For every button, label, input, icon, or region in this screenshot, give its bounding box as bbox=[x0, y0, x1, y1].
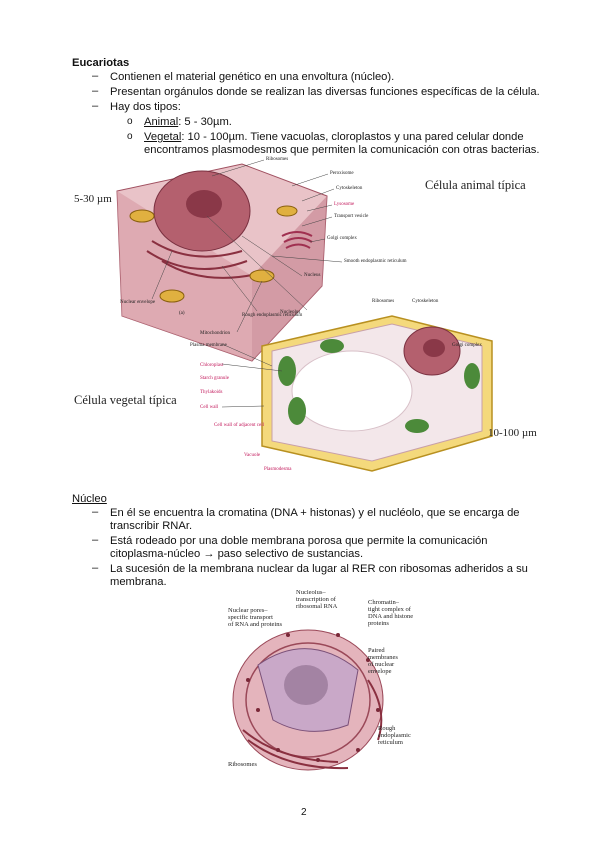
label-cytoskeleton: Cytoskeleton bbox=[336, 186, 363, 191]
sub-bullet-circle: o bbox=[127, 131, 133, 142]
animal-nucleolus bbox=[186, 190, 222, 218]
section-heading-nucleo: Núcleo bbox=[72, 493, 107, 505]
plant-vacuole bbox=[291, 350, 413, 432]
bullet-text-cont: membrana. bbox=[110, 576, 167, 588]
bullet-text-cont: transcribir RNAr. bbox=[110, 520, 193, 532]
label-chloroplast: Chloroplast bbox=[200, 363, 224, 368]
label-cell-wall: Cell wall bbox=[200, 405, 219, 410]
label-smooth-er: Smooth endoplasmic reticulum bbox=[344, 259, 407, 264]
label-vacuole: Vacuole bbox=[244, 453, 261, 458]
panel-label: (a) bbox=[179, 311, 185, 316]
size-animal: 5-30 µm bbox=[74, 193, 112, 205]
page-number: 2 bbox=[301, 807, 307, 818]
bullet-text: En él se encuentra la cromatina (DNA + h… bbox=[110, 507, 520, 519]
label-starch: Starch granule bbox=[200, 376, 230, 381]
size-plant: 10-100 µm bbox=[488, 427, 537, 439]
bullet-text: Está rodeado por una doble membrana poro… bbox=[110, 535, 488, 547]
label-nucleolus: Nucleolus bbox=[280, 310, 300, 315]
bullet-dash: – bbox=[92, 534, 99, 546]
subtype-vegetal: Vegetal: 10 - 100µm. Tiene vacuolas, clo… bbox=[144, 131, 524, 143]
label-plasma-membrane: Plasma membrane bbox=[190, 343, 228, 348]
chloroplast bbox=[278, 356, 296, 386]
label-ribosomes-3: Ribosomes bbox=[228, 761, 257, 768]
bullet-text-cont: citoplasma-núcleo → paso selectivo de su… bbox=[110, 548, 364, 560]
title-animal: Célula animal típica bbox=[425, 178, 526, 192]
label-golgi-2: Golgi complex bbox=[452, 343, 482, 348]
label-lysosome: Lysosome bbox=[334, 202, 355, 207]
label-nuclear-envelope: Nuclear envelope bbox=[120, 300, 156, 305]
label-transport-vesicle: Transport vesicle bbox=[334, 214, 369, 219]
subtype-vegetal-cont: encontramos plasmodesmos que permiten la… bbox=[144, 144, 540, 156]
label-golgi: Golgi complex bbox=[327, 236, 357, 241]
label-cell-wall-adj: Cell wall of adjacent cell bbox=[214, 423, 265, 428]
bullet-dash: – bbox=[92, 506, 99, 518]
sub-bullet-circle: o bbox=[127, 116, 133, 127]
bullet-text: Contienen el material genético en una en… bbox=[110, 71, 395, 83]
bullet-text: Hay dos tipos: bbox=[110, 101, 181, 113]
label-nucleus: Nucleus bbox=[304, 273, 320, 278]
bullet-text: La sucesión de la membrana nuclear da lu… bbox=[110, 563, 528, 575]
label-thylakoids: Thylakoids bbox=[200, 390, 223, 395]
label-plasmodesma: Plasmodesma bbox=[264, 467, 292, 472]
label-peroxisome: Peroxisome bbox=[330, 171, 354, 176]
label-cytoskeleton-2: Cytoskeleton bbox=[412, 299, 439, 304]
section-heading-eucariotas: Eucariotas bbox=[72, 57, 130, 69]
bullet-dash: – bbox=[92, 100, 99, 112]
bullet-dash: – bbox=[92, 562, 99, 574]
subtype-animal: Animal: 5 - 30µm. bbox=[144, 116, 232, 128]
bullet-dash: – bbox=[92, 85, 99, 97]
label-ribosomes: Ribosomes bbox=[266, 157, 288, 162]
label-ribosomes-2: Ribosomes bbox=[372, 299, 394, 304]
bullet-dash: – bbox=[92, 70, 99, 82]
title-plant: Célula vegetal típica bbox=[74, 393, 177, 407]
cell-diagram: Célula animal típica Célula vegetal típi… bbox=[74, 157, 537, 472]
label-mitochondrion: Mitochondrion bbox=[200, 331, 230, 336]
bullet-text: Presentan orgánulos donde se realizan la… bbox=[110, 86, 540, 98]
label-rough-er: Rough endoplasmic reticulum bbox=[242, 313, 302, 318]
